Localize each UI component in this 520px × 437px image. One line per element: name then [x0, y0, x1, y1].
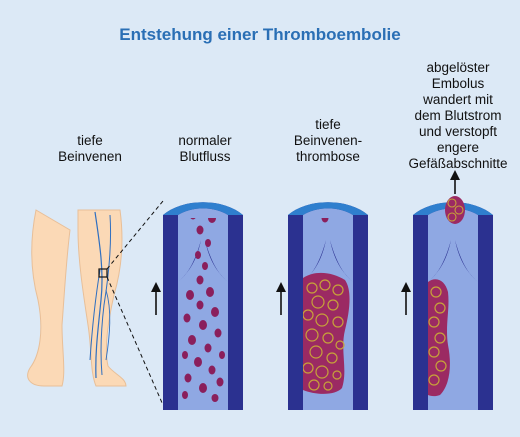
flow-arrows — [151, 282, 411, 315]
label-thrombosis: tiefe Beinvenen- thrombose — [293, 117, 363, 164]
right-leg — [77, 209, 127, 387]
embolus — [445, 196, 465, 224]
vein-line-4 — [105, 289, 111, 361]
embolus-arrow-head — [450, 170, 460, 180]
vessel-embolus — [413, 170, 493, 410]
vein-line-2 — [100, 214, 112, 376]
vessel-thrombosis — [288, 202, 368, 410]
left-leg — [27, 209, 71, 387]
vein-line-1 — [94, 211, 103, 379]
legs — [27, 200, 164, 406]
page-title: Entstehung einer Thromboembolie — [119, 25, 401, 44]
zoom-line-top — [106, 200, 164, 270]
vessel-normal — [163, 202, 243, 410]
zoom-line-bottom — [106, 276, 164, 406]
zoom-box — [98, 268, 108, 278]
vein-line-3 — [89, 269, 101, 361]
label-normal-flow: normaler Blutfluss — [178, 133, 232, 164]
label-deep-veins: tiefe Beinvenen — [58, 133, 122, 164]
label-embolus: abgelöster Embolus wandert mit dem Bluts… — [408, 60, 508, 171]
